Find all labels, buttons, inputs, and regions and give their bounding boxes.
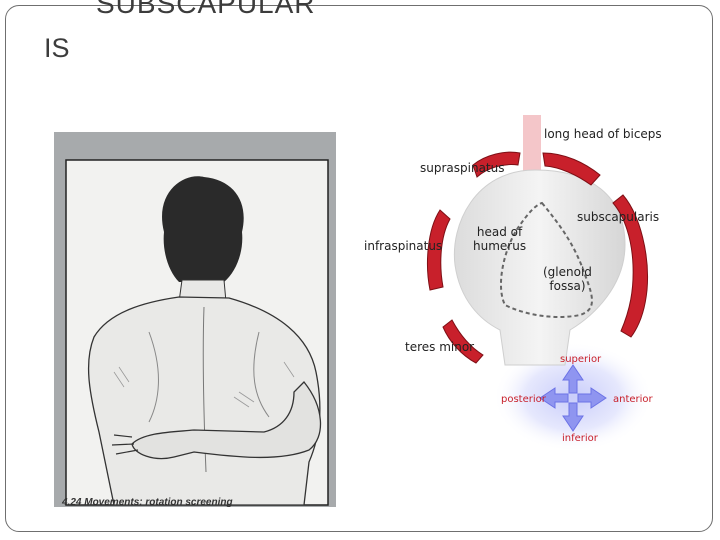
label-superior: superior <box>560 354 602 365</box>
label-anterior: anterior <box>613 394 653 405</box>
label-long-head-of-biceps: long head of biceps <box>544 127 662 141</box>
slide-title-continued: IS <box>44 33 70 63</box>
label-inferior: inferior <box>562 433 598 444</box>
rotator-cuff-drawing <box>426 115 653 452</box>
rotator-cuff-diagram: long head of biceps supraspinatus subsca… <box>355 115 675 455</box>
slide-title: SUBSCAPULAR <box>96 0 316 19</box>
rotation-screening-illustration: 4.24 Movements: rotation screening <box>54 132 336 507</box>
label-glenoid-fossa: (glenoid fossa) <box>543 265 592 293</box>
label-teres-minor: teres minor <box>405 340 475 354</box>
illustration-caption: 4.24 Movements: rotation screening <box>62 497 233 507</box>
label-supraspinatus: supraspinatus <box>420 161 505 175</box>
label-infraspinatus: infraspinatus <box>364 239 443 253</box>
label-posterior: posterior <box>501 394 546 405</box>
label-subscapularis: subscapularis <box>577 210 660 224</box>
illustration-drawing <box>65 159 329 506</box>
label-head-of-humerus: head of humerus <box>473 225 527 253</box>
